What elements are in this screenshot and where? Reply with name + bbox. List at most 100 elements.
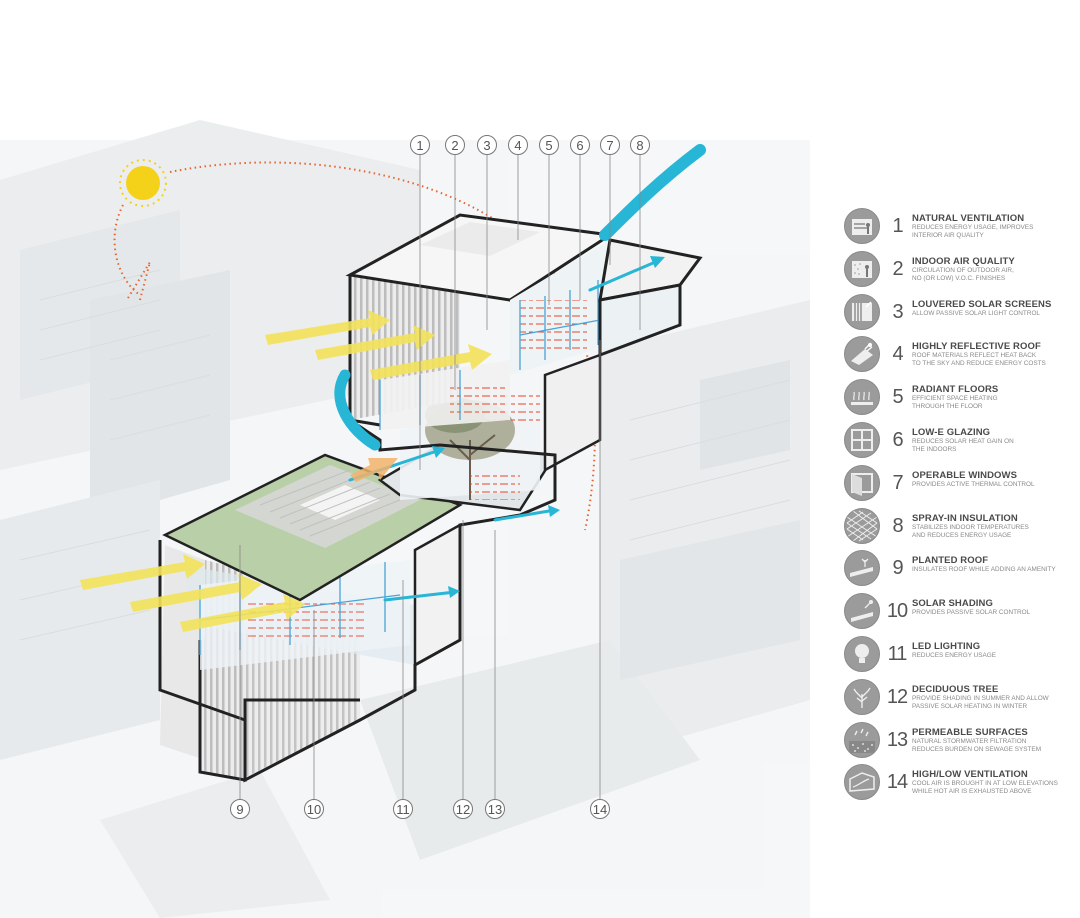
svg-text:2: 2: [451, 138, 458, 153]
legend-title: RADIANT FLOORS: [912, 384, 999, 396]
callout-4: 4: [508, 135, 528, 155]
svg-text:6: 6: [576, 138, 583, 153]
callout-9: 9: [230, 799, 250, 819]
legend-desc: STABILIZES INDOOR TEMPERATURES: [912, 523, 1029, 531]
deciduous-tree-icon: [844, 678, 880, 715]
callout-6: 6: [570, 135, 590, 155]
legend-desc: REDUCES ENERGY USAGE: [912, 651, 997, 659]
legend-desc: THE INDOORS: [912, 445, 957, 453]
callout-5: 5: [539, 135, 559, 155]
callout-7: 7: [600, 135, 620, 155]
legend-desc: INTERIOR AIR QUALITY: [912, 232, 984, 239]
building-diagram: 1 2 3 4 5 6 7 8 9 10 11 12 13 14: [0, 120, 810, 860]
legend-number: 5: [892, 386, 904, 409]
svg-text:4: 4: [514, 138, 521, 153]
indoor-air-quality-icon: [844, 250, 880, 287]
legend-number: 11: [887, 642, 908, 665]
legend-title: LOW-E GLAZING: [912, 426, 991, 438]
legend-title: SOLAR SHADING: [912, 598, 993, 610]
legend-desc: REDUCES SOLAR HEAT GAIN ON: [912, 437, 1014, 445]
svg-text:7: 7: [606, 138, 613, 153]
legend-desc: PASSIVE SOLAR HEATING IN WINTER: [912, 702, 1028, 710]
legend-number: 3: [892, 300, 904, 323]
callout-leaders: [239, 154, 641, 800]
legend-item-radiant-floors: 5 RADIANT FLOORS EFFICIENT SPACE HEATING…: [842, 377, 1074, 418]
led-lighting-icon: [844, 635, 880, 672]
diagram-canvas: 1 2 3 4 5 6 7 8 9 10 11 12 13 14: [0, 120, 810, 860]
legend-desc: PROVIDES ACTIVE THERMAL CONTROL: [912, 480, 1035, 488]
legend-item-louvered-solar-screens: 3 LOUVERED SOLAR SCREENS ALLOW PASSIVE S…: [842, 292, 1074, 333]
callout-1: 1: [410, 135, 430, 155]
legend-item-natural-ventilation: 1 NATURAL VENTILATION REDUCES ENERGY USA…: [842, 206, 1074, 247]
legend-desc: PROVIDES PASSIVE SOLAR CONTROL: [912, 609, 1031, 617]
reflective-roof-icon: [844, 336, 880, 373]
legend-title: LOUVERED SOLAR SCREENS: [912, 298, 1052, 310]
air-flow-arrows: [334, 144, 706, 602]
legend-desc: INSULATES ROOF WHILE ADDING AN AMENITY: [912, 566, 1056, 574]
legend-number: 4: [892, 343, 904, 366]
legend-desc: NATURAL STORMWATER FILTRATION: [912, 737, 1027, 745]
legend-desc: WHILE HOT AIR IS EXHAUSTED ABOVE: [912, 788, 1032, 796]
callout-2: 2: [445, 135, 465, 155]
legend-item-spray-in-insulation: 8 SPRAY-IN INSULATION STABILIZES INDOOR …: [842, 506, 1074, 547]
legend-number: 10: [886, 600, 908, 623]
legend-number: 6: [892, 428, 904, 451]
legend-number: 13: [886, 728, 908, 751]
svg-text:14: 14: [593, 802, 607, 817]
callouts-bottom: 9 10 11 12 13 14: [230, 799, 610, 819]
callout-13: 13: [485, 799, 505, 819]
legend-item-led-lighting: 11 LED LIGHTING REDUCES ENERGY USAGE: [842, 634, 1074, 675]
spray-insulation-icon: [844, 507, 880, 544]
legend-item-operable-windows: 7 OPERABLE WINDOWS PROVIDES ACTIVE THERM…: [842, 463, 1074, 504]
high-low-ventilation-icon: [844, 764, 880, 801]
legend-desc: AND REDUCES ENERGY USAGE: [912, 531, 1012, 539]
svg-text:13: 13: [488, 802, 502, 817]
legend-item-indoor-air-quality: 2 INDOOR AIR QUALITY CIRCULATION OF OUTD…: [842, 249, 1074, 290]
svg-text:11: 11: [396, 802, 410, 817]
legend-desc: ALLOW PASSIVE SOLAR LIGHT CONTROL: [912, 309, 1040, 317]
legend-title: NATURAL VENTILATION: [912, 213, 1025, 224]
legend: 1 NATURAL VENTILATION REDUCES ENERGY USA…: [842, 206, 1074, 805]
legend-item-low-e-glazing: 6 LOW-E GLAZING REDUCES SOLAR HEAT GAIN …: [842, 420, 1074, 461]
planted-roof-icon: [844, 550, 880, 587]
sun-icon: [119, 159, 167, 207]
legend-title: LED LIGHTING: [912, 640, 981, 652]
legend-desc: EFFICIENT SPACE HEATING: [912, 395, 998, 403]
legend-desc: NO (OR LOW) V.O.C. FINISHES: [912, 274, 1006, 282]
callout-3: 3: [477, 135, 497, 155]
callout-12: 12: [453, 799, 473, 819]
legend-desc: PROVIDE SHADING IN SUMMER AND ALLOW: [912, 694, 1049, 702]
legend-number: 12: [886, 685, 908, 708]
legend-desc: COOL AIR IS BROUGHT IN AT LOW ELEVATIONS: [912, 780, 1058, 788]
legend-desc: REDUCES ENERGY USAGE, IMPROVES: [912, 224, 1034, 231]
legend-title: INDOOR AIR QUALITY: [912, 255, 1015, 267]
legend-title: PERMEABLE SURFACES: [912, 726, 1028, 738]
svg-text:8: 8: [636, 138, 643, 153]
legend-item-solar-shading: 10 SOLAR SHADING PROVIDES PASSIVE SOLAR …: [842, 591, 1074, 632]
legend-number: 2: [892, 257, 904, 280]
legend-title: DECIDUOUS TREE: [912, 683, 999, 695]
legend-number: 1: [892, 215, 904, 237]
solar-shading-icon: [844, 593, 880, 630]
operable-windows-icon: [844, 464, 880, 501]
svg-text:5: 5: [545, 138, 552, 153]
warm-air-arrow: [350, 458, 398, 482]
permeable-surfaces-icon: [844, 721, 880, 758]
legend-title: HIGH/LOW VENTILATION: [912, 769, 1028, 781]
callout-10: 10: [304, 799, 324, 819]
svg-text:9: 9: [236, 802, 243, 817]
legend-title: OPERABLE WINDOWS: [912, 469, 1018, 481]
svg-text:3: 3: [483, 138, 490, 153]
svg-text:10: 10: [307, 802, 321, 817]
legend-item-highly-reflective-roof: 4 HIGHLY REFLECTIVE ROOF ROOF MATERIALS …: [842, 334, 1074, 375]
svg-text:12: 12: [456, 802, 470, 817]
legend-item-deciduous-tree: 12 DECIDUOUS TREE PROVIDE SHADING IN SUM…: [842, 677, 1074, 718]
callouts-top: 1 2 3 4 5 6 7 8: [410, 135, 650, 155]
legend-title: SPRAY-IN INSULATION: [912, 512, 1018, 524]
legend-number: 7: [892, 471, 904, 494]
low-e-glazing-icon: [844, 421, 880, 458]
natural-ventilation-icon: [844, 208, 880, 244]
legend-number: 9: [892, 557, 904, 580]
radiant-floors-icon: [844, 379, 880, 416]
callout-11: 11: [393, 799, 413, 819]
